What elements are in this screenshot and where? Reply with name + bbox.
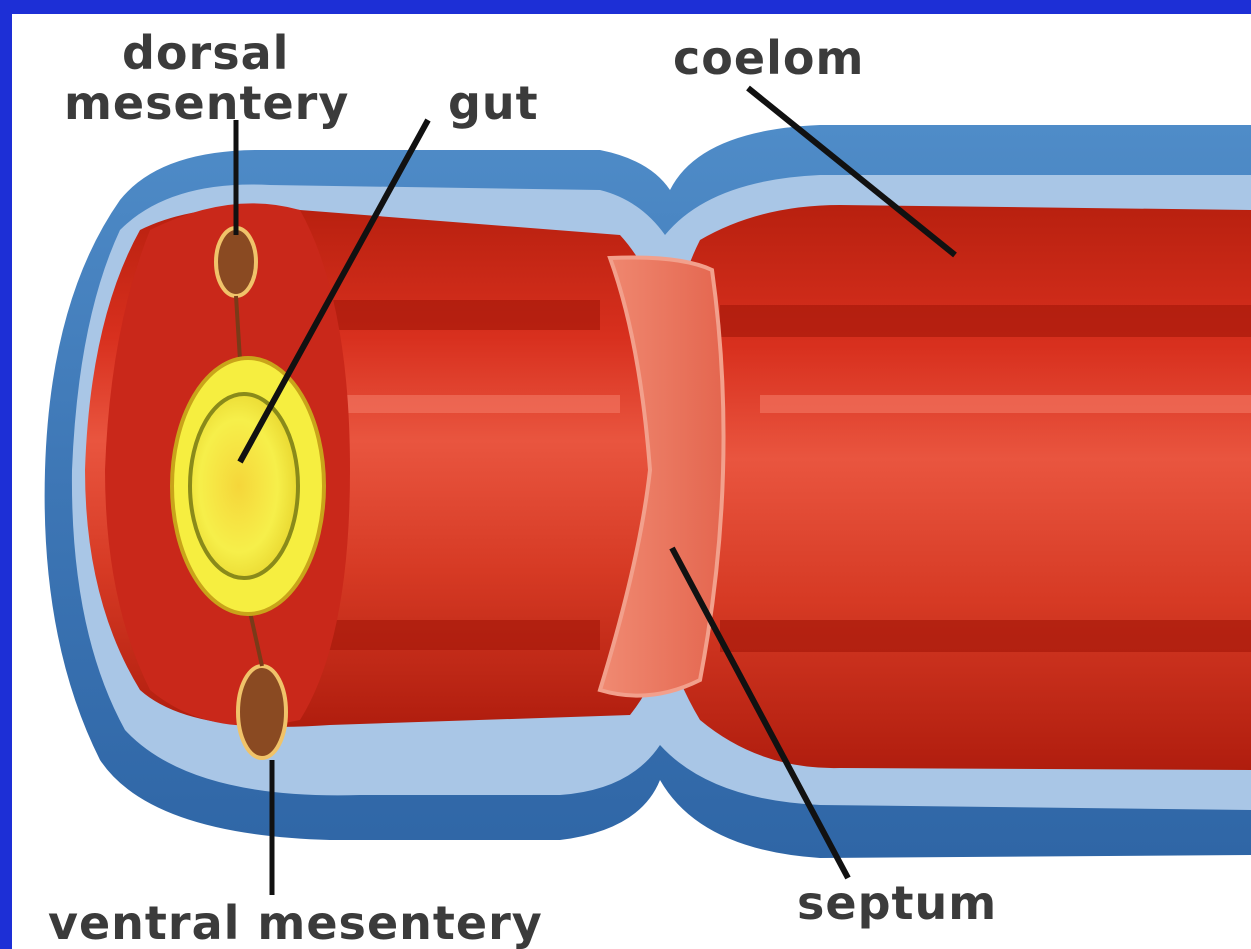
band-bottom-right xyxy=(720,620,1251,652)
highlight-left xyxy=(320,395,620,413)
highlight-right xyxy=(760,395,1251,413)
dorsal-mesentery-label-line2: mesentery xyxy=(64,80,349,126)
ventral-mesentery-structure xyxy=(238,666,286,758)
dorsal-mesentery-structure xyxy=(216,228,256,296)
gut-inner xyxy=(190,394,298,578)
dorsal-mesentery-label-line1: dorsal xyxy=(122,30,289,76)
ventral-mesentery-label: ventral mesentery xyxy=(48,900,543,946)
band-top-right xyxy=(720,305,1251,337)
coelom-label: coelom xyxy=(673,35,864,81)
muscle-right xyxy=(649,205,1251,770)
septum-label: septum xyxy=(797,880,997,926)
gut-label: gut xyxy=(448,80,539,126)
